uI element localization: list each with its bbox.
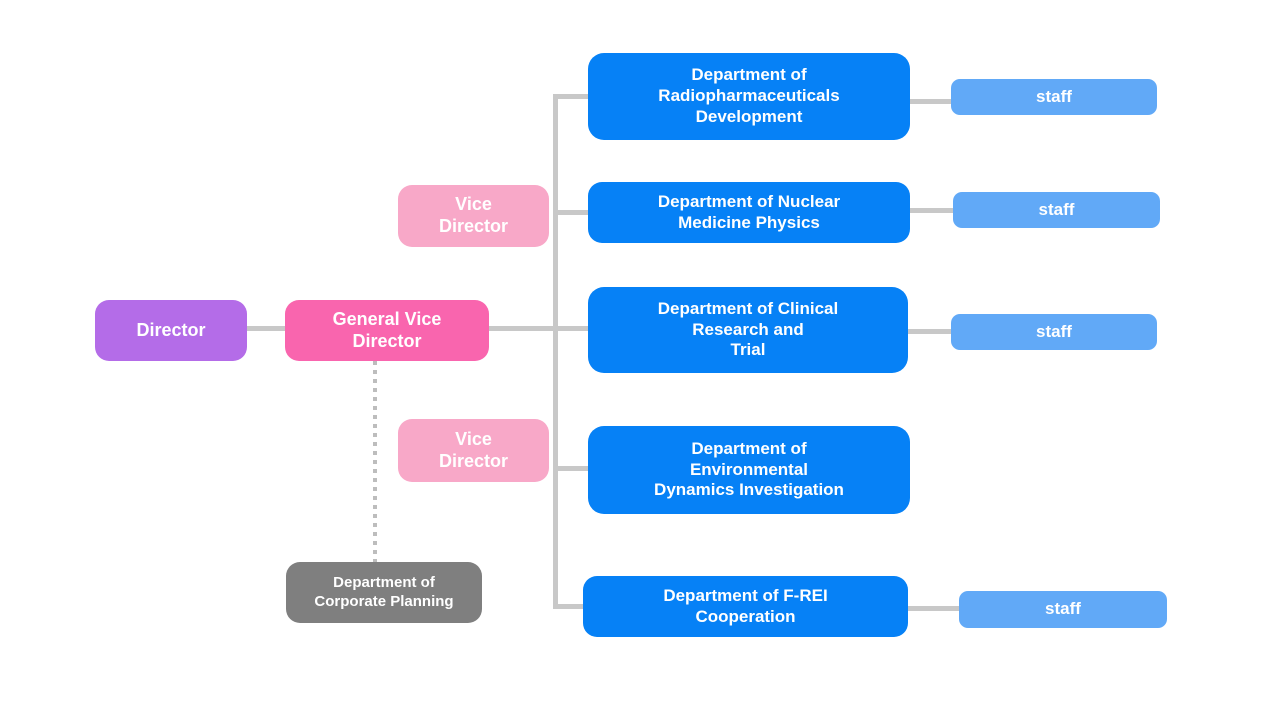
node-dept-clinical-research-and-trial: Department of Clinical Research and Tria… [588, 287, 908, 373]
node-dept-corporate-planning: Department of Corporate Planning [286, 562, 482, 623]
node-dept-frei-cooperation: Department of F-REI Cooperation [583, 576, 908, 637]
connector-trunk-to-dept-radiopharmaceuticals [553, 94, 588, 99]
node-staff-nuclear-medicine: staff [953, 192, 1160, 228]
node-dept-environmental-dynamics-investigation: Department of Environmental Dynamics Inv… [588, 426, 910, 514]
node-director: Director [95, 300, 247, 361]
connector-dotted-to-corporate-planning [373, 361, 377, 562]
connector-dept-frei-cooperation-to-staff [908, 606, 959, 611]
node-general-vice-director: General Vice Director [285, 300, 489, 361]
connector-director-to-general-vice-director [247, 326, 285, 331]
node-dept-nuclear-medicine-physics: Department of Nuclear Medicine Physics [588, 182, 910, 243]
connector-trunk-vertical [553, 94, 558, 609]
node-staff-clinical-research: staff [951, 314, 1157, 350]
connector-general-vice-director-to-trunk [489, 326, 588, 331]
node-staff-radiopharmaceuticals: staff [951, 79, 1157, 115]
node-vice-director-1: Vice Director [398, 185, 549, 247]
node-staff-frei-cooperation: staff [959, 591, 1167, 628]
connector-dept-radiopharmaceuticals-to-staff [910, 99, 951, 104]
connector-trunk-to-dept-environmental [553, 466, 588, 471]
connector-dept-clinical-research-to-staff [908, 329, 951, 334]
connector-dept-nuclear-medicine-to-staff [910, 208, 953, 213]
connector-trunk-to-dept-nuclear-medicine [553, 210, 588, 215]
node-dept-radiopharmaceuticals-development: Department of Radiopharmaceuticals Devel… [588, 53, 910, 140]
node-vice-director-2: Vice Director [398, 419, 549, 482]
connector-trunk-to-dept-frei-cooperation [553, 604, 588, 609]
